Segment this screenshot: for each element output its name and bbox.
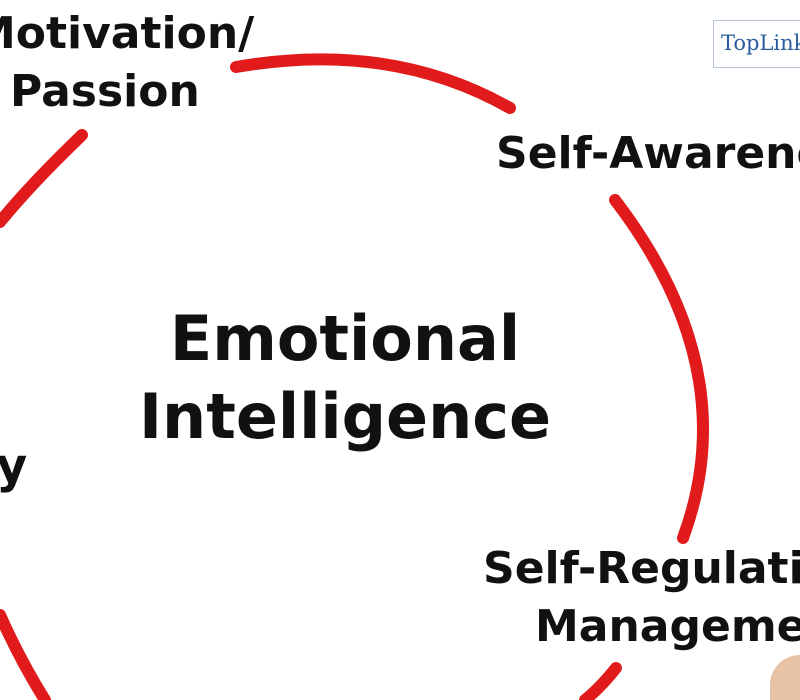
center-title: Emotional Intelligence	[130, 300, 560, 455]
arc-upper-left	[0, 135, 82, 222]
center-title-line2: Intelligence	[130, 378, 560, 456]
label-motivation-line1: Motivation/	[0, 10, 254, 58]
label-empathy-fragment: y	[0, 440, 27, 493]
label-motivation-line2: Passion	[10, 68, 200, 116]
logo-text: TopLink	[721, 31, 800, 55]
label-self-regulation-line1: Self-Regulation/	[483, 545, 800, 593]
toplink-logo: TopLink	[713, 20, 800, 68]
label-self-regulation-line2: Management	[535, 603, 800, 651]
arc-top	[236, 59, 510, 108]
arc-right	[615, 200, 703, 538]
center-title-line1: Emotional	[130, 300, 560, 378]
label-self-awareness: Self-Awareness	[496, 130, 800, 178]
arc-bottom-right	[585, 668, 616, 700]
arc-lower-left	[0, 615, 45, 700]
